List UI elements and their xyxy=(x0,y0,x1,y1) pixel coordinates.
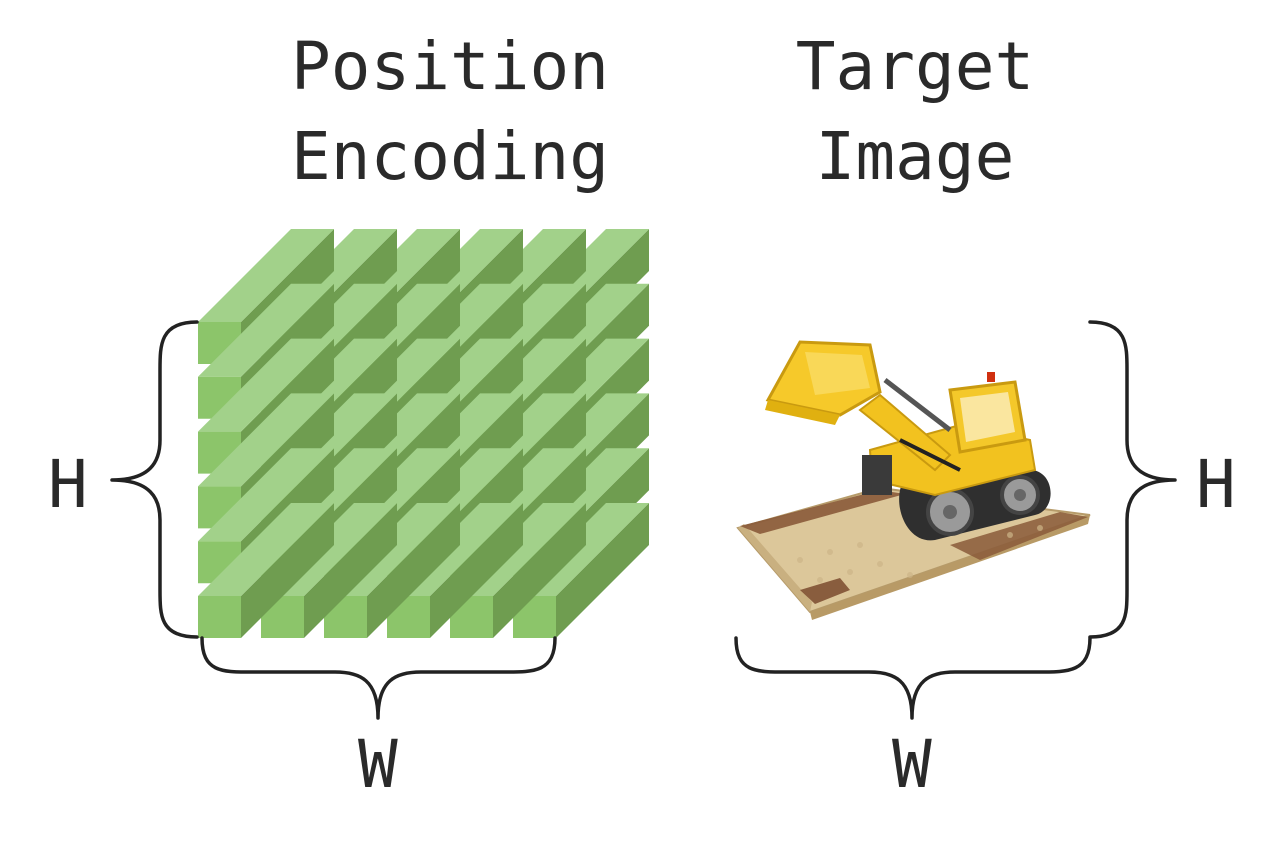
encoding-block-side xyxy=(493,503,586,638)
right-height-brace xyxy=(1088,320,1177,639)
target-image-title: Target Image xyxy=(720,22,1110,202)
target-image-title-line2: Image xyxy=(815,118,1015,195)
encoding-block-side xyxy=(241,503,334,638)
left-width-label: W xyxy=(358,726,398,803)
encoding-block-top xyxy=(198,283,334,377)
encoding-block-side xyxy=(367,503,460,638)
encoding-block-front xyxy=(198,596,241,638)
encoding-block-side xyxy=(430,503,523,638)
encoding-block-top xyxy=(198,393,334,487)
encoding-block-top xyxy=(198,503,334,596)
position-encoding-grid xyxy=(198,229,649,638)
right-height-label: H xyxy=(1196,446,1236,523)
left-height-brace xyxy=(110,320,199,639)
encoding-block-top xyxy=(198,448,334,542)
encoding-block-top xyxy=(198,338,334,432)
right-width-brace xyxy=(734,636,1092,720)
position-encoding-title: Position Encoding xyxy=(250,22,650,202)
encoding-block-side xyxy=(556,503,649,638)
right-width-label: W xyxy=(892,726,932,803)
lego-bulldozer-image xyxy=(736,340,1091,620)
position-encoding-title-line1: Position xyxy=(291,28,609,105)
left-height-label: H xyxy=(48,446,88,523)
target-image-title-line1: Target xyxy=(795,28,1035,105)
encoding-block-side xyxy=(304,503,397,638)
encoding-block-top xyxy=(198,229,334,322)
left-width-brace xyxy=(200,636,557,720)
position-encoding-title-line2: Encoding xyxy=(291,118,609,195)
